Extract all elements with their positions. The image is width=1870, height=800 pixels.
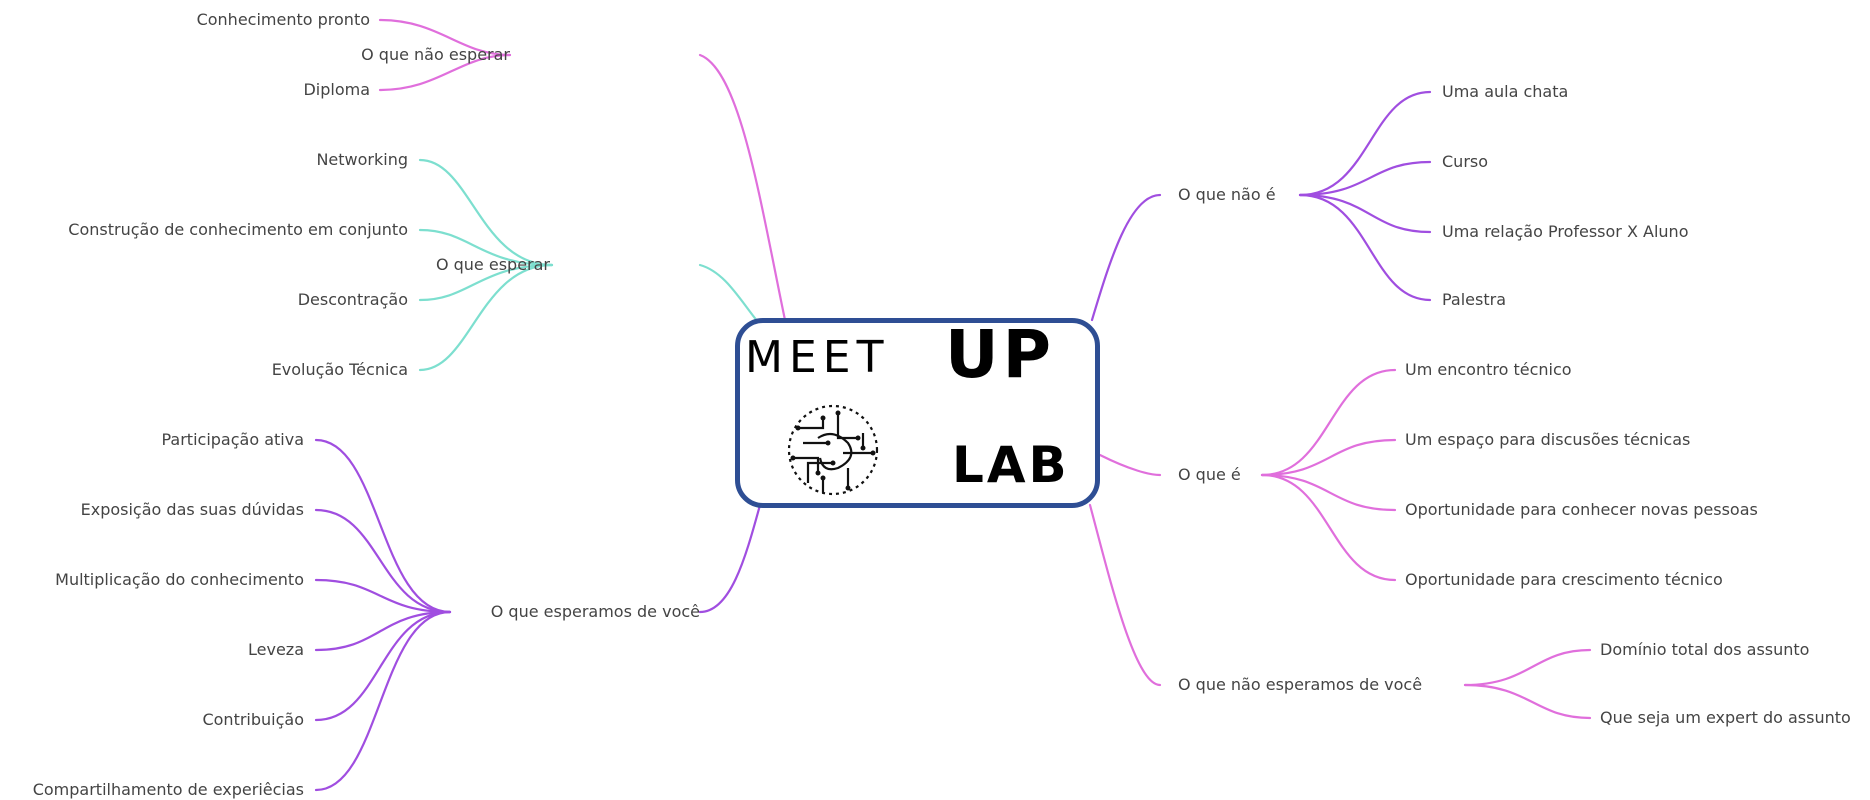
item-exposicao-duvidas[interactable]: Exposição das suas dúvidas	[80, 500, 304, 519]
link-esperamos-6	[314, 610, 452, 792]
link-nao-esperamos-2	[1463, 683, 1592, 720]
center-title-up: UP	[945, 316, 1055, 393]
link-esperar-3	[418, 263, 554, 302]
link-nao-esperar-1	[378, 18, 512, 57]
item-encontro-tecnico[interactable]: Um encontro técnico	[1405, 360, 1572, 379]
link-esperar-1	[418, 158, 554, 267]
item-crescimento-tecnico[interactable]: Oportunidade para crescimento técnico	[1405, 570, 1723, 589]
item-networking[interactable]: Networking	[316, 150, 408, 169]
center-title-meet: MEET	[745, 332, 890, 383]
item-aula-chata[interactable]: Uma aula chata	[1442, 82, 1569, 101]
link-esperamos-1	[314, 438, 452, 614]
link-e-3	[1260, 473, 1397, 512]
item-leveza[interactable]: Leveza	[248, 640, 304, 659]
item-expert-assunto[interactable]: Que seja um expert do assunto	[1600, 708, 1851, 727]
link-nao-esperar-2	[378, 53, 512, 92]
link-e-1	[1260, 368, 1397, 477]
item-relacao-professor-aluno[interactable]: Uma relação Professor X Aluno	[1442, 222, 1689, 241]
link-e-4	[1260, 473, 1397, 582]
branch-esperar[interactable]: O que esperar	[435, 255, 550, 274]
branch-nao-esperamos[interactable]: O que não esperamos de você	[1178, 675, 1423, 694]
branch-e[interactable]: O que é	[1178, 465, 1241, 484]
branch-nao-esperar[interactable]: O que não esperar	[361, 45, 510, 64]
item-curso[interactable]: Curso	[1442, 152, 1489, 171]
item-espaco-discusoes[interactable]: Um espaço para discusões técnicas	[1405, 430, 1691, 449]
link-center-e	[1098, 453, 1162, 477]
branch-esperamos[interactable]: O que esperamos de você	[490, 602, 700, 621]
link-esperamos-3	[314, 578, 452, 614]
link-center-esperar	[698, 263, 760, 324]
item-participacao-ativa[interactable]: Participação ativa	[161, 430, 304, 449]
item-conhecimento-pronto[interactable]: Conhecimento pronto	[196, 10, 370, 29]
link-nao-e-1	[1298, 90, 1432, 197]
center-title-lab: LAB	[952, 436, 1070, 494]
circuit-brain-icon	[787, 404, 879, 496]
link-center-nao-esperamos	[1088, 503, 1162, 687]
link-nao-e-4	[1298, 193, 1432, 302]
link-center-nao-e	[1090, 193, 1162, 322]
link-nao-esperamos-1	[1463, 648, 1592, 687]
link-esperar-2	[418, 228, 554, 267]
item-construcao-conhecimento[interactable]: Construção de conhecimento em conjunto	[68, 220, 408, 239]
item-conhecer-pessoas[interactable]: Oportunidade para conhecer novas pessoas	[1405, 500, 1758, 519]
item-compartilhamento[interactable]: Compartilhamento de experiêcias	[32, 780, 304, 799]
item-dominio-total[interactable]: Domínio total dos assunto	[1600, 640, 1810, 659]
item-evolucao-tecnica[interactable]: Evolução Técnica	[271, 360, 408, 379]
link-nao-e-2	[1298, 160, 1432, 197]
item-palestra[interactable]: Palestra	[1442, 290, 1507, 309]
link-esperamos-2	[314, 508, 452, 614]
branch-nao-e[interactable]: O que não é	[1178, 185, 1276, 204]
item-multiplicacao-conhecimento[interactable]: Multiplicação do conhecimento	[55, 570, 304, 589]
item-diploma[interactable]: Diploma	[303, 80, 370, 99]
link-esperamos-5	[314, 610, 452, 722]
link-e-2	[1260, 438, 1397, 477]
link-nao-e-3	[1298, 193, 1432, 234]
link-esperar-4	[418, 263, 554, 372]
link-center-nao-esperar	[698, 53, 787, 322]
link-center-esperamos	[698, 503, 762, 614]
item-descontracao[interactable]: Descontração	[297, 290, 408, 309]
link-esperamos-4	[314, 610, 452, 652]
center-node[interactable]	[735, 318, 1100, 508]
item-contribuicao[interactable]: Contribuição	[202, 710, 304, 729]
